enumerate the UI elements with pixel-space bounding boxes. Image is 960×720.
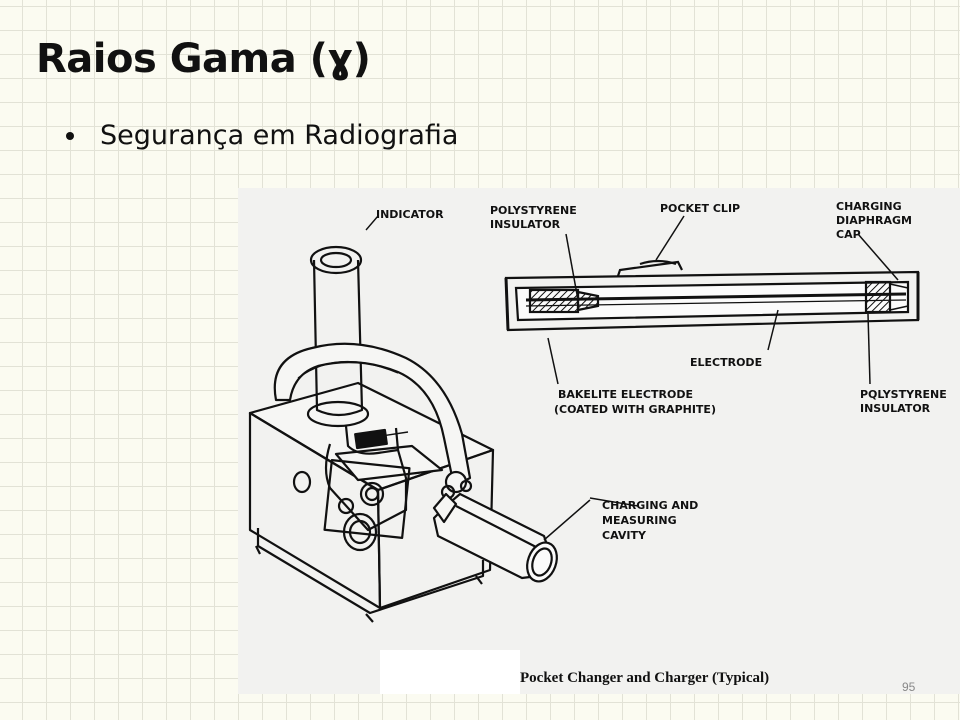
figure-caption: Pocket Changer and Charger (Typical) — [520, 670, 769, 686]
charging-diaphragm-label-line2: DIAPHRAGM — [836, 214, 912, 227]
slide-title: Raios Gama (ɣ) — [36, 36, 371, 82]
white-patch — [380, 650, 520, 694]
bullet-text: Segurança em Radiografia — [100, 120, 459, 151]
polystyrene-insulator-right-label-line2: INSULATOR — [860, 402, 931, 415]
charging-diaphragm-label-line3: CAP — [836, 228, 861, 241]
bakelite-electrode-label-line1: BAKELITE ELECTRODE — [558, 388, 693, 401]
polystyrene-insulator-right-label-line1: PQLYSTYRENE — [860, 388, 947, 401]
dosimeter-figure: INDICATOR POLYSTYRENE INSULATOR POCKET C… — [238, 188, 960, 694]
polystyrene-insulator-label-line2: INSULATOR — [490, 218, 561, 231]
bullet-item: Segurança em Radiografia — [66, 120, 458, 151]
page-number: 95 — [902, 680, 916, 694]
charging-cavity-label-line2: MEASURING — [602, 514, 677, 527]
pocket-clip-label: POCKET CLIP — [660, 202, 740, 215]
charging-diaphragm-label-line1: CHARGING — [836, 200, 902, 213]
leader-lines — [543, 215, 899, 541]
polystyrene-insulator-label-line1: POLYSTYRENE — [490, 204, 577, 217]
bullet-dot-icon — [66, 131, 74, 140]
electrode-label: ELECTRODE — [690, 356, 762, 369]
pocket-chamber-drawing — [504, 259, 920, 332]
charging-cavity-label-line1: CHARGING AND — [602, 499, 698, 512]
charger-device-drawing — [248, 215, 639, 623]
charging-cavity-label-line3: CAVITY — [602, 529, 647, 542]
indicator-label: INDICATOR — [376, 208, 444, 221]
dosimeter-drawing: INDICATOR POLYSTYRENE INSULATOR POCKET C… — [248, 200, 947, 694]
bakelite-electrode-label-line2: (COATED WITH GRAPHITE) — [554, 403, 716, 416]
